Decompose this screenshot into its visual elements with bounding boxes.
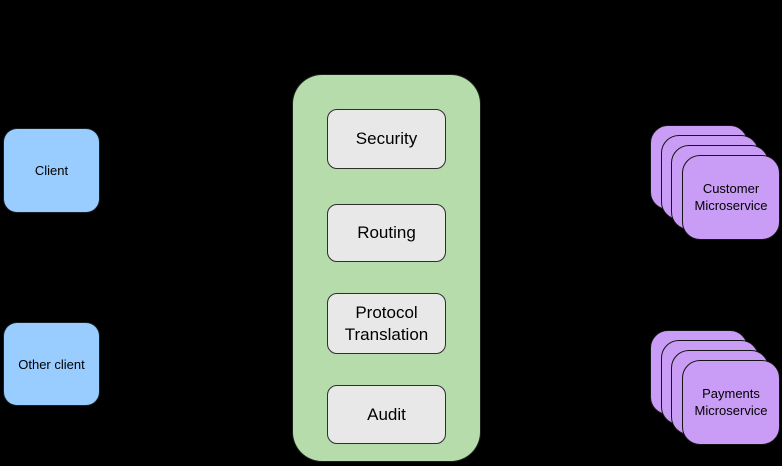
gateway-module-protocol-translation-label: Protocol Translation	[344, 303, 429, 344]
gateway-module-audit-label: Audit	[367, 404, 406, 424]
gateway-module-security: Security	[327, 109, 446, 169]
other-client-node-label: Other client	[18, 356, 85, 372]
payments-microservice-node: Payments Microservice	[682, 360, 780, 445]
gateway-module-protocol-translation: Protocol Translation	[327, 293, 446, 354]
client-node-label: Client	[34, 163, 69, 178]
customer-microservice-node: Customer Microservice	[682, 155, 780, 240]
customer-microservice-label: Customer Microservice	[694, 180, 768, 213]
other-client-node: Other client	[3, 322, 100, 406]
client-node: Client	[3, 128, 100, 213]
payments-microservice-label: Payments Microservice	[694, 385, 768, 418]
api-gateway-container: Security Routing Protocol Translation Au…	[292, 74, 481, 462]
gateway-module-security-label: Security	[355, 129, 418, 149]
gateway-module-audit: Audit	[327, 385, 446, 444]
gateway-module-routing-label: Routing	[357, 223, 416, 243]
gateway-module-routing: Routing	[327, 204, 446, 262]
